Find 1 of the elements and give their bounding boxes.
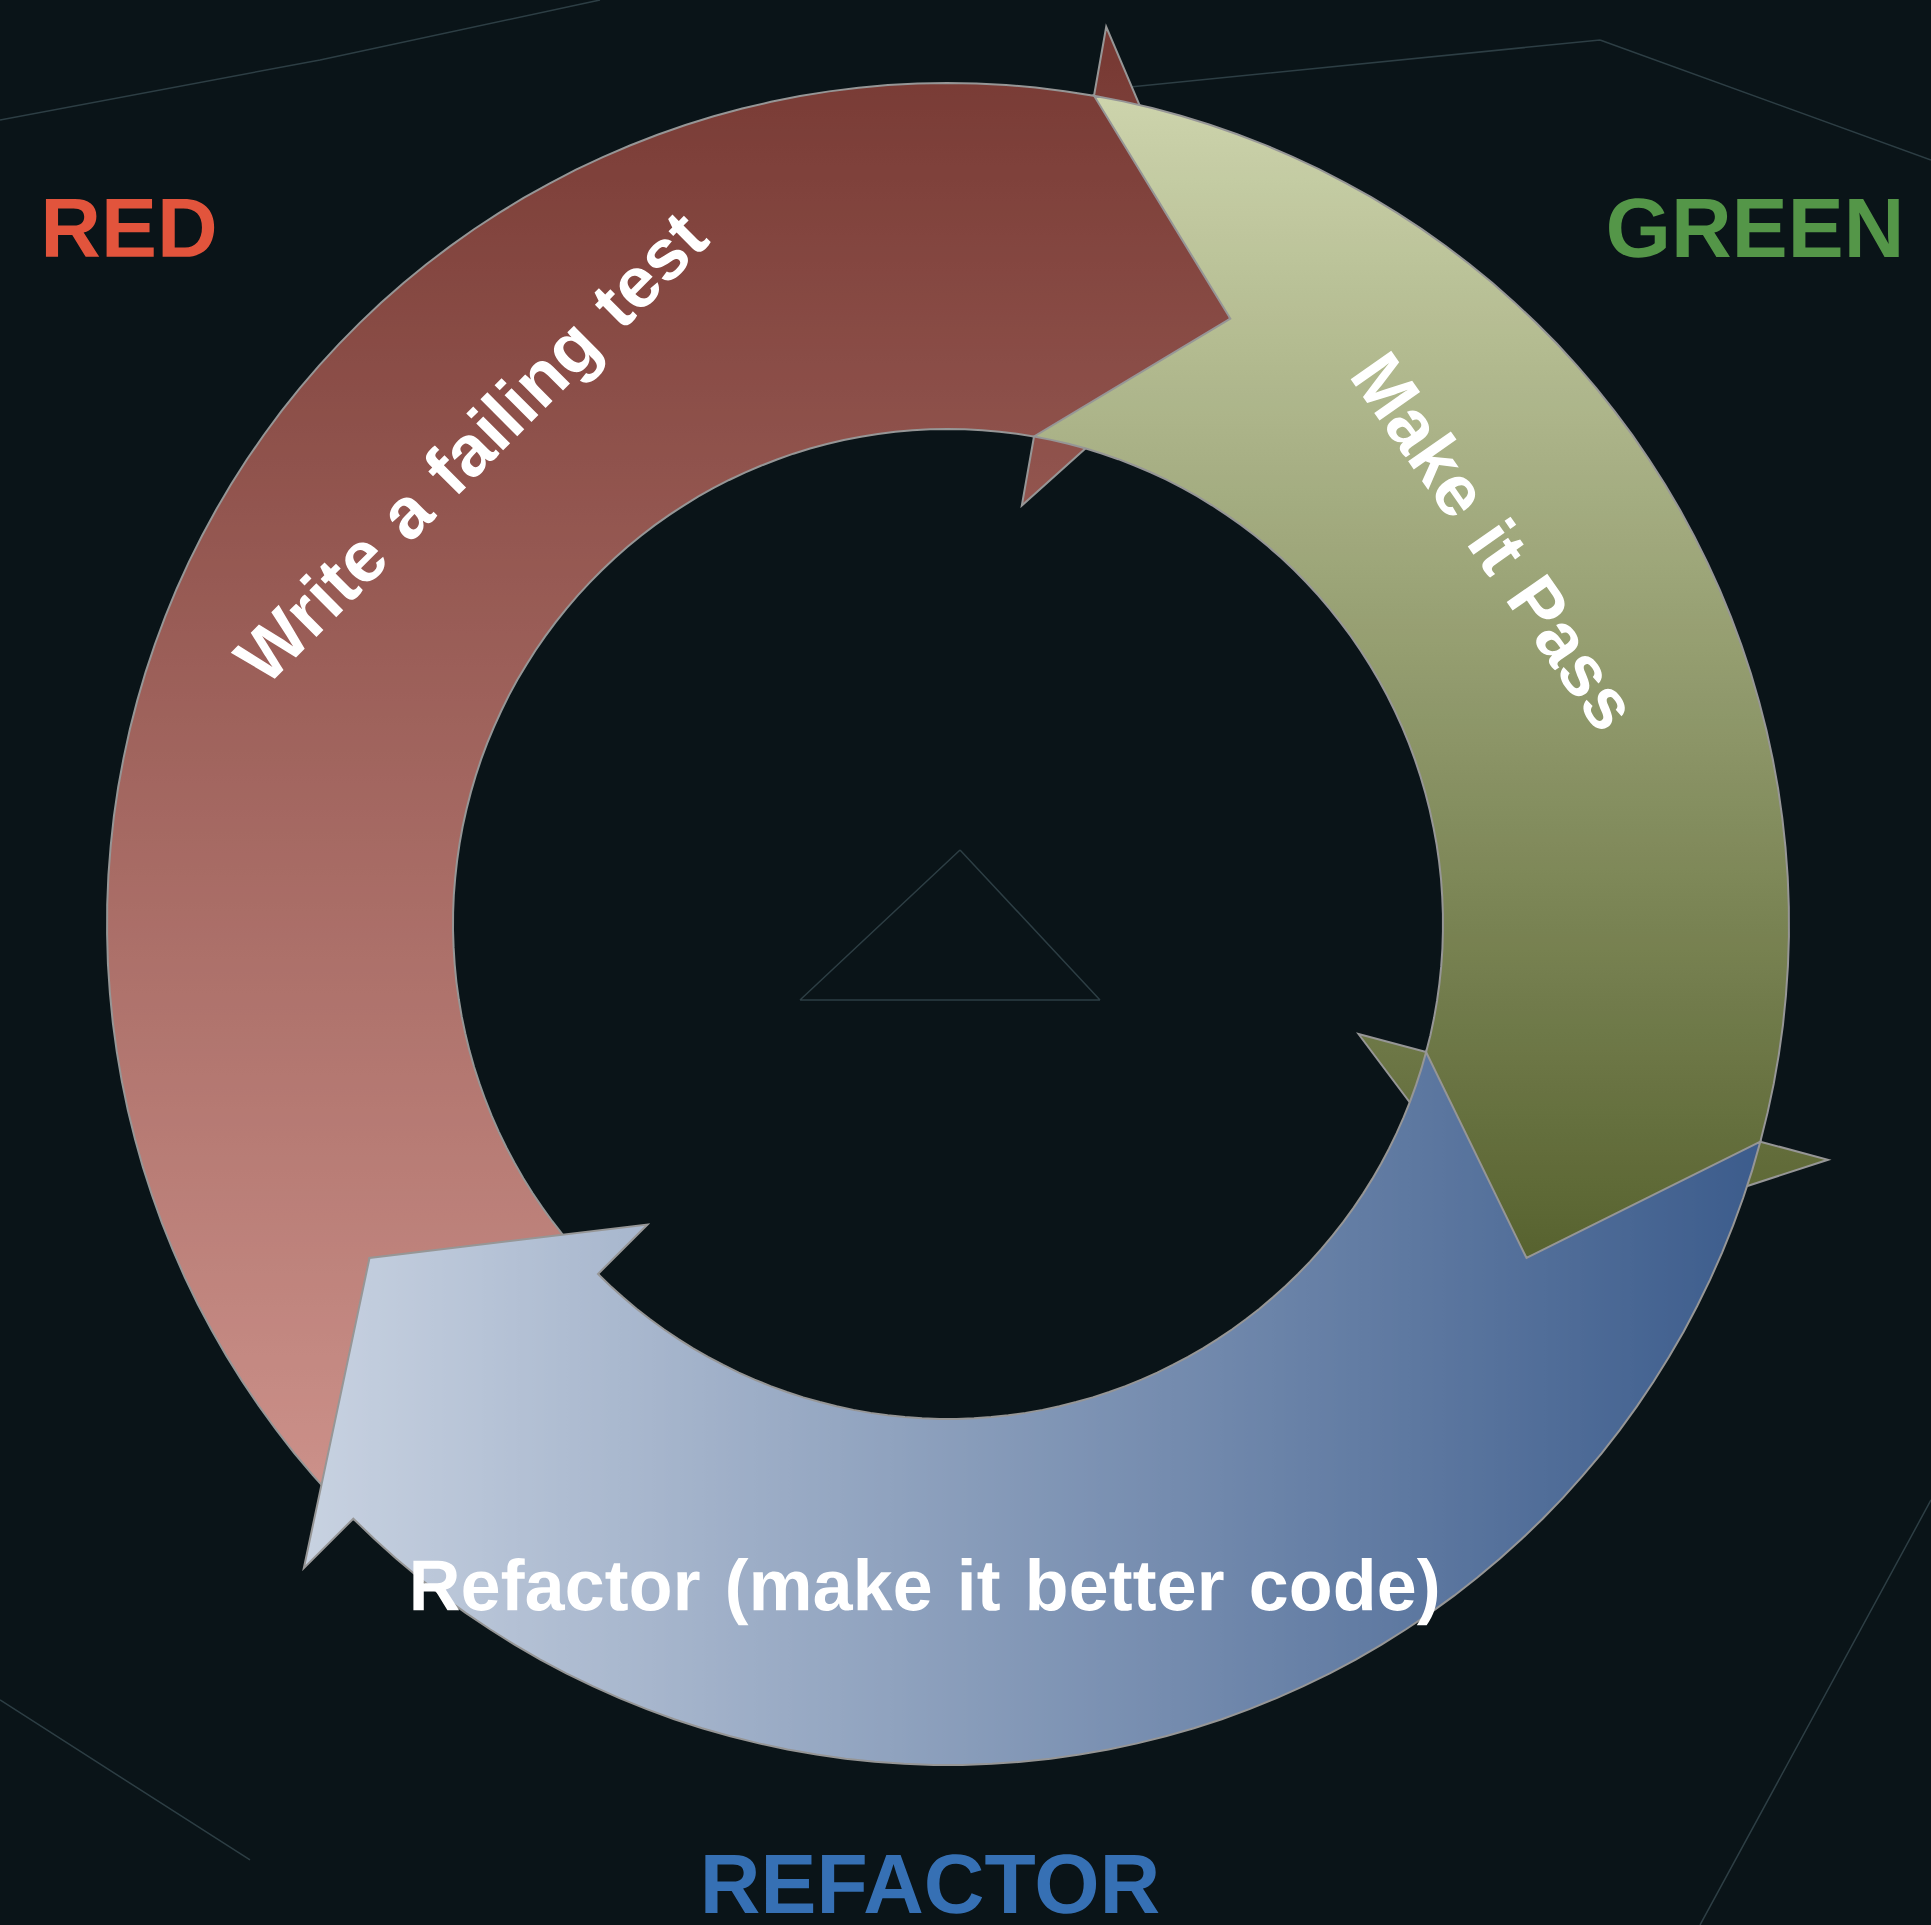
stage-label: REFACTOR [705,1854,1159,1914]
